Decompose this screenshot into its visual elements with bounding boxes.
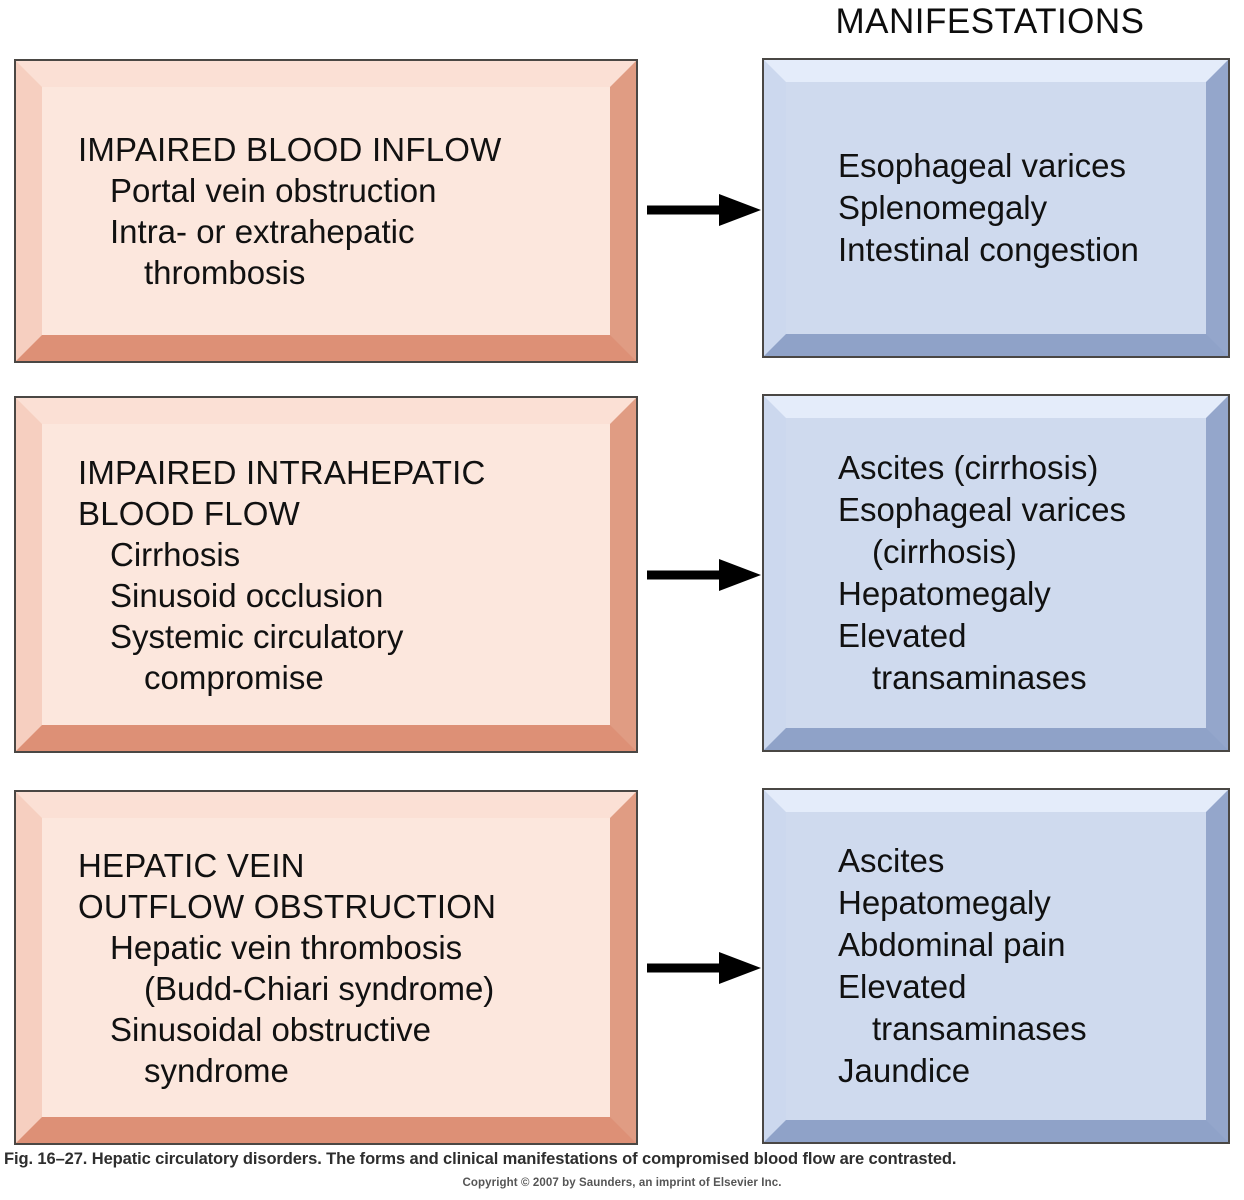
box-inner: Esophageal varices Splenomegaly Intestin… [790, 86, 1202, 330]
manifestation-item: Ascites (cirrhosis) [838, 449, 1099, 486]
cause-title-line: OUTFLOW OBSTRUCTION [78, 887, 497, 925]
arrow-row-3 [645, 948, 763, 988]
manifestation-box-content: Esophageal varices Splenomegaly Intestin… [790, 86, 1202, 330]
box-inner: Ascites Hepatomegaly Abdominal pain Elev… [790, 816, 1202, 1116]
box-bevel [764, 396, 1228, 750]
arrow-row-2 [645, 555, 763, 595]
figure-caption: Fig. 16–27. Hepatic circulatory disorder… [4, 1150, 957, 1168]
box-bevel [16, 792, 636, 1143]
cause-title-line: BLOOD FLOW [78, 494, 301, 532]
arrow-icon [647, 194, 761, 226]
box-inner: IMPAIRED INTRAHEPATIC BLOOD FLOW Cirrhos… [42, 424, 610, 725]
cause-item: (Budd-Chiari syndrome) [144, 969, 495, 1007]
manifestation-item: Hepatomegaly [838, 575, 1051, 612]
manifestation-item: transaminases [872, 1010, 1087, 1047]
box-inner: Ascites (cirrhosis) Esophageal varices (… [790, 422, 1202, 724]
arrow-row-1 [645, 190, 763, 230]
cause-item: thrombosis [144, 254, 306, 291]
cause-box-impaired-intrahepatic-blood-flow: IMPAIRED INTRAHEPATIC BLOOD FLOW Cirrhos… [14, 396, 638, 753]
box-bevel [764, 60, 1228, 356]
cause-box-content: HEPATIC VEIN OUTFLOW OBSTRUCTION Hepatic… [42, 818, 610, 1117]
copyright-notice: Copyright © 2007 by Saunders, an imprint… [462, 1177, 782, 1189]
manifestation-item: Elevated [838, 617, 967, 654]
box-bevel [764, 790, 1228, 1142]
cause-title-line: HEPATIC VEIN [78, 846, 305, 884]
box-bevel [16, 398, 636, 751]
box-inner: IMPAIRED BLOOD INFLOW Portal vein obstru… [42, 87, 610, 335]
manifestation-item: Intestinal congestion [838, 231, 1139, 268]
cause-item: Sinusoidal obstructive [110, 1010, 432, 1048]
cause-item: Systemic circulatory [110, 617, 404, 655]
cause-item: syndrome [144, 1051, 289, 1089]
box-inner: HEPATIC VEIN OUTFLOW OBSTRUCTION Hepatic… [42, 818, 610, 1117]
manifestation-box-row-1: Esophageal varices Splenomegaly Intestin… [762, 58, 1230, 358]
manifestation-box-row-3: Ascites Hepatomegaly Abdominal pain Elev… [762, 788, 1230, 1144]
arrow-icon [647, 559, 761, 591]
manifestation-item: transaminases [872, 659, 1087, 696]
box-bevel [16, 61, 636, 361]
cause-box-content: IMPAIRED BLOOD INFLOW Portal vein obstru… [42, 87, 610, 335]
cause-title-line: IMPAIRED BLOOD INFLOW [78, 131, 502, 168]
manifestation-item: (cirrhosis) [872, 533, 1017, 570]
cause-item: Portal vein obstruction [110, 172, 437, 209]
manifestation-item: Ascites [838, 842, 945, 879]
manifestation-item: Elevated [838, 968, 967, 1005]
manifestation-item: Hepatomegaly [838, 884, 1051, 921]
manifestation-box-content: Ascites Hepatomegaly Abdominal pain Elev… [790, 816, 1202, 1116]
cause-box-impaired-blood-inflow: IMPAIRED BLOOD INFLOW Portal vein obstru… [14, 59, 638, 363]
arrow-icon [647, 952, 761, 984]
manifestations-column-header: MANIFESTATIONS [835, 2, 1145, 41]
manifestation-item: Esophageal varices [838, 147, 1127, 184]
cause-item: Intra- or extrahepatic [110, 213, 415, 250]
cause-box-hepatic-vein-outflow-obstruction: HEPATIC VEIN OUTFLOW OBSTRUCTION Hepatic… [14, 790, 638, 1145]
manifestation-item: Abdominal pain [838, 926, 1066, 963]
manifestation-item: Jaundice [838, 1052, 971, 1089]
manifestation-item: Esophageal varices [838, 491, 1127, 528]
manifestation-box-content: Ascites (cirrhosis) Esophageal varices (… [790, 422, 1202, 724]
cause-item: Sinusoid occlusion [110, 576, 384, 614]
cause-item: Hepatic vein thrombosis [110, 928, 463, 966]
manifestation-item: Splenomegaly [838, 189, 1048, 226]
cause-box-content: IMPAIRED INTRAHEPATIC BLOOD FLOW Cirrhos… [42, 424, 610, 725]
cause-title-line: IMPAIRED INTRAHEPATIC [78, 453, 486, 491]
cause-item: compromise [144, 658, 324, 696]
cause-item: Cirrhosis [110, 535, 241, 573]
manifestation-box-row-2: Ascites (cirrhosis) Esophageal varices (… [762, 394, 1230, 752]
